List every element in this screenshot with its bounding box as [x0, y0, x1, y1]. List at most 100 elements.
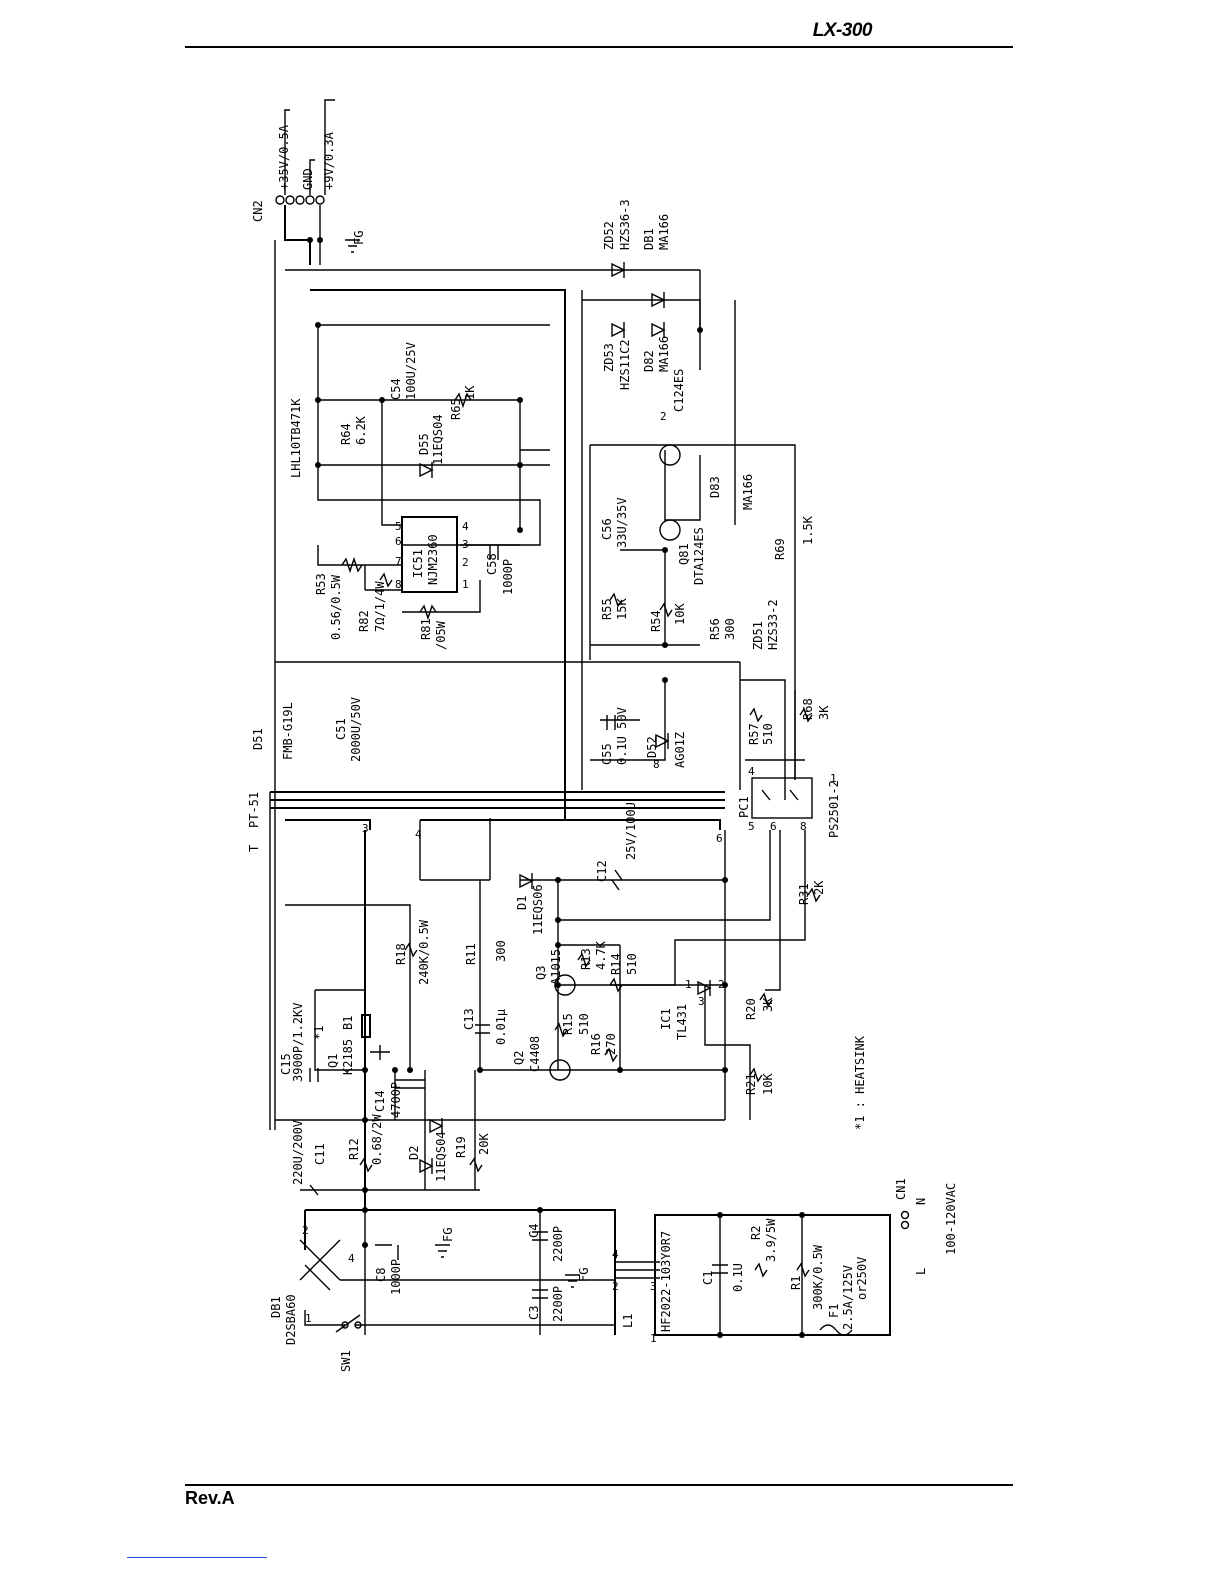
f1-value-alt: or250V	[855, 1257, 869, 1300]
q82-value: C124ES	[672, 369, 686, 412]
d82-ref: D82	[642, 350, 656, 372]
q2-ref: Q2	[512, 1051, 526, 1065]
q2-value: C4408	[528, 1036, 542, 1072]
q3-ref: Q3	[534, 966, 548, 980]
r19-value: 20K	[477, 1133, 491, 1155]
d2-value: 11EQS04	[434, 1131, 448, 1182]
c55-value: 0.1U 50V	[615, 707, 629, 765]
r68-ref: R68	[801, 698, 815, 720]
pin-number: 2	[612, 1280, 619, 1293]
c8-value: 1000P	[389, 1259, 403, 1295]
pin-number: 1	[830, 772, 837, 785]
d83-ref: D83	[708, 476, 722, 498]
footer-rule	[185, 1484, 1013, 1486]
r54-ref: R54	[649, 610, 663, 632]
r14-value: 510	[625, 953, 639, 975]
d82-value: MA166	[657, 336, 671, 372]
document-revision: Rev.A	[185, 1488, 235, 1508]
r81-value: /05W	[434, 620, 448, 650]
c58-value: 1000P	[501, 559, 515, 595]
r65-value: 1K	[463, 385, 477, 400]
pin-number: 8	[653, 758, 660, 771]
zd53-ref: ZD53	[602, 343, 616, 372]
r53-ref: R53	[314, 573, 328, 595]
bridge-ref: DB1	[269, 1296, 283, 1318]
schematic-labels: T PT-51 CN2 +35V/0.5A GND +9V/0.3A FG FG…	[247, 124, 958, 1372]
pin-number: 6	[770, 820, 777, 833]
zd53-value: HZS11C2	[618, 339, 632, 390]
q1-ref: Q1	[326, 1054, 340, 1068]
r56-ref: R56	[708, 618, 722, 640]
r15-value: 510	[577, 1013, 591, 1035]
heatsink-note: *1 : HEATSINK	[853, 1035, 867, 1130]
d52-ref: D52	[645, 736, 659, 758]
r54-value: 10K	[673, 603, 687, 625]
pin-number: 3	[462, 538, 469, 551]
c56-ref: C56	[600, 518, 614, 540]
pin-number: 4	[748, 765, 755, 778]
r53-value: 0.56/0.5W	[329, 574, 343, 640]
pin-number: 2	[660, 410, 667, 423]
c1-value: 0.1U	[731, 1263, 745, 1292]
l1-value: HF2022-103Y0R7	[659, 1231, 673, 1332]
f1-ref: F1	[827, 1304, 841, 1318]
d55-value: 11EQS04	[431, 414, 445, 465]
cn2-pin-9v: +9V/0.3A	[322, 131, 336, 190]
r16-ref: R16	[589, 1033, 603, 1055]
pin-number: 7	[395, 555, 402, 568]
r69-ref: R69	[773, 538, 787, 560]
r2-ref: R2	[749, 1226, 763, 1240]
transformer-part: PT-51	[247, 792, 261, 828]
c15-ref: C15	[279, 1053, 293, 1075]
q81-value: DTA124ES	[692, 527, 706, 585]
r19-ref: R19	[454, 1136, 468, 1158]
pin-number: 3	[362, 822, 369, 835]
r12-value: 0.68/2W	[370, 1114, 384, 1165]
document-header-model: LX-300	[812, 20, 873, 41]
d83-value: MA166	[741, 474, 755, 510]
pin-number: 6	[716, 832, 723, 845]
c14-value: 4700P	[389, 1082, 403, 1118]
r31-value: 2K	[812, 880, 826, 895]
fg-label-low: FG	[577, 1268, 591, 1282]
c15-value: 3900P/1.2KV	[291, 1003, 305, 1082]
d51-ref: D51	[251, 728, 265, 750]
r81-ref: R81	[419, 618, 433, 640]
c51-value: 2000U/50V	[349, 697, 363, 762]
r31-ref: R31	[797, 883, 811, 905]
pin-number: 2	[302, 1224, 309, 1237]
r14-ref: R14	[609, 953, 623, 975]
r20-value: 3K	[761, 997, 775, 1012]
c14-ref: C14	[373, 1090, 387, 1112]
c4-ref: C4	[527, 1224, 541, 1238]
pin-number: 8	[395, 578, 402, 591]
c12-ref: C12	[595, 860, 609, 882]
r55-ref: R55	[600, 598, 614, 620]
d2-ref: D2	[407, 1146, 421, 1160]
r82-value: 7Ω/1/4W	[373, 581, 387, 632]
pin-number: 1	[650, 1332, 657, 1345]
r65-ref: R65	[449, 398, 463, 420]
ic51-ref: IC51	[411, 549, 425, 578]
c3-value: 2200P	[551, 1286, 565, 1322]
fg-label-mid: FG	[441, 1228, 455, 1242]
pin-number: 6	[395, 535, 402, 548]
c58-ref: C58	[485, 553, 499, 575]
cn2-pin-35v: +35V/0.5A	[277, 124, 291, 190]
r12-ref: R12	[347, 1138, 361, 1160]
r1-value: 300K/0.5W	[811, 1244, 825, 1310]
r20-ref: R20	[744, 998, 758, 1020]
c1-ref: C1	[701, 1271, 715, 1285]
bridge-value: D2SBA60	[284, 1294, 298, 1345]
schematic-wiring	[269, 205, 891, 1336]
q81-ref: Q81	[677, 543, 691, 565]
r55-value: 15K	[615, 598, 629, 620]
pin-number: 4	[612, 1248, 619, 1261]
pin-number: 8	[800, 820, 807, 833]
c8-ref: C8	[374, 1268, 388, 1282]
r2-value: 3.9/5W	[764, 1218, 778, 1262]
pin-number: 5	[395, 520, 402, 533]
c11-value: 220U/200V	[291, 1120, 305, 1185]
r1-ref: R1	[789, 1276, 803, 1290]
r21-ref: R21	[744, 1073, 758, 1095]
